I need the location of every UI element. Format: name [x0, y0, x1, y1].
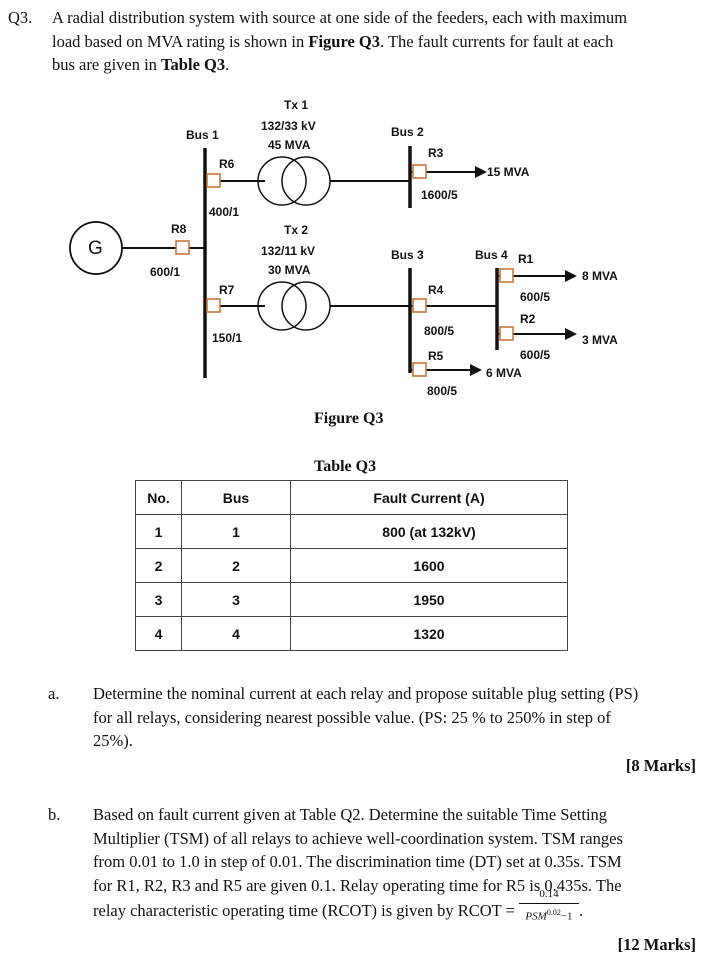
tx2-name: Tx 2 [284, 223, 308, 237]
cell-fault-current: 1600 [290, 548, 568, 583]
part-b-line-4: for R1, R2, R3 and R5 are given 0.1. Rel… [93, 875, 622, 895]
tx2-rating: 30 MVA [268, 263, 311, 277]
part-a-text: Determine the nominal current at each re… [93, 682, 698, 753]
load-8-arrow [565, 270, 577, 282]
bus-3-label: Bus 3 [391, 248, 424, 262]
tx1-rating: 45 MVA [268, 138, 311, 152]
ct-r1-ratio: 600/5 [520, 290, 550, 304]
part-b-text: Based on fault current given at Table Q2… [93, 803, 698, 927]
table-row: 3 3 1950 [135, 582, 568, 617]
tx2-voltage: 132/11 kV [261, 244, 315, 258]
cell-no: 3 [135, 582, 182, 617]
relay-r1-label: R1 [518, 252, 534, 266]
part-a-line-3: 25%). [93, 731, 133, 750]
header-bus: Bus [181, 480, 291, 515]
ct-r6-ratio: 400/1 [209, 205, 239, 219]
load-8-label: 8 MVA [582, 269, 618, 283]
load-3-arrow [565, 328, 577, 340]
table-ref: Table Q3 [161, 55, 226, 74]
cell-bus: 1 [181, 514, 291, 549]
cell-no: 4 [135, 616, 182, 651]
load-6-label: 6 MVA [486, 366, 522, 380]
relay-r7-label: R7 [219, 283, 235, 297]
bus-1-label: Bus 1 [186, 128, 219, 142]
relay-r8-box [175, 240, 190, 255]
ct-r5-ratio: 800/5 [427, 384, 457, 398]
formula-bar [518, 903, 579, 904]
part-a-line-2: for all relays, considering nearest poss… [93, 707, 611, 727]
bus-2-label: Bus 2 [391, 125, 424, 139]
intro-line-3: bus are given in Table Q3. [52, 55, 230, 74]
relay-r1-box [499, 268, 514, 283]
tx1-primary-coil [257, 156, 307, 206]
cell-bus: 4 [181, 616, 291, 651]
relay-r4-box [412, 298, 427, 313]
ct-r4-ratio: 800/5 [424, 324, 454, 338]
generator-label: G [88, 238, 103, 259]
part-b-label: b. [48, 805, 61, 824]
single-line-diagram: G Bus 1 Bus 2 Bus 3 Bus 4 Tx 1 132/33 kV… [69, 98, 618, 398]
ct-r8-ratio: 600/1 [150, 265, 180, 279]
tx1-voltage: 132/33 kV [261, 119, 316, 133]
load-15-label: 15 MVA [487, 165, 530, 179]
table-row: 4 4 1320 [135, 616, 568, 651]
relay-r3-label: R3 [428, 146, 444, 160]
part-b-marks: [12 Marks] [617, 935, 696, 954]
relay-r5-label: R5 [428, 349, 444, 363]
relay-r3-box [412, 164, 427, 179]
relay-r2-box [499, 326, 514, 341]
intro-line-2: load based on MVA rating is shown in Fig… [52, 31, 614, 51]
formula-numerator: 0.14 [539, 888, 559, 900]
figure-ref: Figure Q3 [308, 31, 381, 51]
intro-line-1: A radial distribution system with source… [52, 8, 628, 27]
tx1-name: Tx 1 [284, 98, 308, 112]
part-a-line-1: Determine the nominal current at each re… [93, 684, 639, 703]
relay-r8-label: R8 [171, 222, 187, 236]
cell-fault-current: 1320 [290, 616, 568, 651]
ct-r3-ratio: 1600/5 [421, 188, 458, 202]
cell-no: 1 [135, 514, 182, 549]
cell-no: 2 [135, 548, 182, 583]
ct-r7-ratio: 150/1 [212, 331, 242, 345]
fault-current-table: No. Bus Fault Current (A) 1 1 800 (at 13… [135, 480, 568, 651]
table-row: 1 1 800 (at 132kV) [135, 514, 568, 549]
relay-r5-box [412, 362, 427, 377]
tx2-primary-coil [257, 281, 307, 331]
relay-r2-label: R2 [520, 312, 536, 326]
cell-bus: 3 [181, 582, 291, 617]
part-a-label: a. [48, 684, 60, 703]
part-a-marks: [8 Marks] [625, 756, 696, 775]
relay-r7-box [206, 298, 221, 313]
question-number: Q3. [8, 8, 33, 27]
relay-r6-box [206, 173, 221, 188]
figure-caption: Figure Q3 [314, 410, 384, 427]
cell-fault-current: 1950 [290, 582, 568, 617]
load-15-arrow [475, 166, 487, 178]
cell-bus: 2 [181, 548, 291, 583]
load-6-arrow [470, 364, 482, 376]
formula-denominator: PSM0.02−1 [525, 908, 573, 923]
rcot-formula: 0.14 PSM0.02−1 [518, 888, 579, 927]
ct-r2-ratio: 600/5 [520, 348, 550, 362]
header-no: No. [135, 480, 182, 515]
table-header-row: No. Bus Fault Current (A) [135, 480, 568, 515]
question-intro: A radial distribution system with source… [52, 6, 692, 77]
part-b-line-2: Multiplier (TSM) of all relays to achiev… [93, 828, 623, 848]
load-3-label: 3 MVA [582, 333, 618, 347]
part-b-line-5: relay characteristic operating time (RCO… [93, 888, 698, 927]
bus-4-label: Bus 4 [475, 248, 508, 262]
relay-r6-label: R6 [219, 157, 235, 171]
header-fault-current: Fault Current (A) [290, 480, 568, 515]
table-row: 2 2 1600 [135, 548, 568, 583]
part-b-line-1: Based on fault current given at Table Q2… [93, 805, 608, 824]
cell-fault-current: 800 (at 132kV) [290, 514, 568, 549]
part-b-line-3: from 0.01 to 1.0 in step of 0.01. The di… [93, 852, 622, 871]
table-caption: Table Q3 [314, 458, 377, 475]
relay-r4-label: R4 [428, 283, 444, 297]
